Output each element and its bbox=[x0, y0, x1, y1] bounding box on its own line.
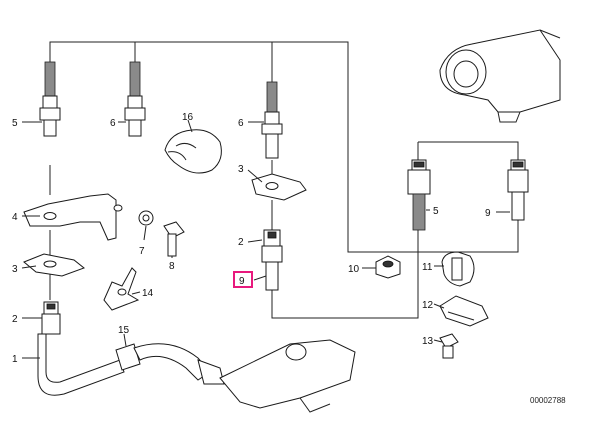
callout-4: 4 bbox=[12, 212, 18, 223]
washer-7 bbox=[138, 210, 154, 226]
nut-10 bbox=[375, 255, 401, 279]
callout-9-center: 9 bbox=[239, 276, 245, 287]
callout-2-left: 2 bbox=[12, 314, 18, 325]
callout-5-right: 5 bbox=[433, 206, 439, 217]
callout-6-center: 6 bbox=[238, 118, 244, 129]
callout-5-left: 5 bbox=[12, 118, 18, 129]
leader-lines bbox=[21, 119, 510, 359]
callout-12: 12 bbox=[422, 300, 434, 311]
bolt-8 bbox=[163, 221, 185, 257]
bleed-valve-5-right bbox=[407, 159, 431, 231]
callout-6-left: 6 bbox=[110, 118, 116, 129]
clip-3-left bbox=[23, 253, 86, 277]
callout-13: 13 bbox=[422, 336, 434, 347]
bleed-valve-6-left bbox=[124, 61, 146, 137]
bleed-valve-5-left bbox=[39, 61, 61, 137]
bolt-13 bbox=[439, 333, 459, 359]
brake-hose-1 bbox=[37, 333, 225, 396]
callout-10: 10 bbox=[348, 264, 360, 275]
hose-fitting-2-left bbox=[41, 301, 61, 335]
callout-11: 11 bbox=[422, 262, 433, 273]
callout-14: 14 bbox=[142, 288, 154, 299]
callout-15: 15 bbox=[118, 325, 130, 336]
clip-3-center bbox=[251, 173, 307, 201]
callout-3-center: 3 bbox=[238, 164, 244, 175]
caliper-bottom bbox=[219, 339, 356, 413]
clip-11 bbox=[441, 251, 475, 287]
bleed-valve-6-center bbox=[261, 81, 283, 159]
bleed-valve-9-right bbox=[507, 159, 529, 221]
callout-1: 1 bbox=[12, 354, 18, 365]
clip-14 bbox=[103, 267, 140, 311]
connection-lines bbox=[49, 41, 519, 319]
bracket-12 bbox=[439, 295, 489, 327]
callout-2-center: 2 bbox=[238, 237, 244, 248]
bracket-4 bbox=[23, 193, 123, 241]
callout-7: 7 bbox=[139, 246, 145, 257]
diagram-reference-number: 00002788 bbox=[530, 396, 566, 405]
callout-labels: 5 6 16 6 3 4 7 8 2 3 14 9 2 15 1 5 9 10 … bbox=[12, 112, 566, 405]
caliper-top-right bbox=[439, 29, 561, 123]
callout-3-left: 3 bbox=[12, 264, 18, 275]
callout-8: 8 bbox=[169, 261, 175, 272]
highlight-box bbox=[233, 271, 253, 288]
hose-fitting-2-center bbox=[261, 229, 283, 291]
callout-9-right: 9 bbox=[485, 208, 491, 219]
clip-16 bbox=[164, 129, 222, 174]
callout-16: 16 bbox=[182, 112, 194, 123]
